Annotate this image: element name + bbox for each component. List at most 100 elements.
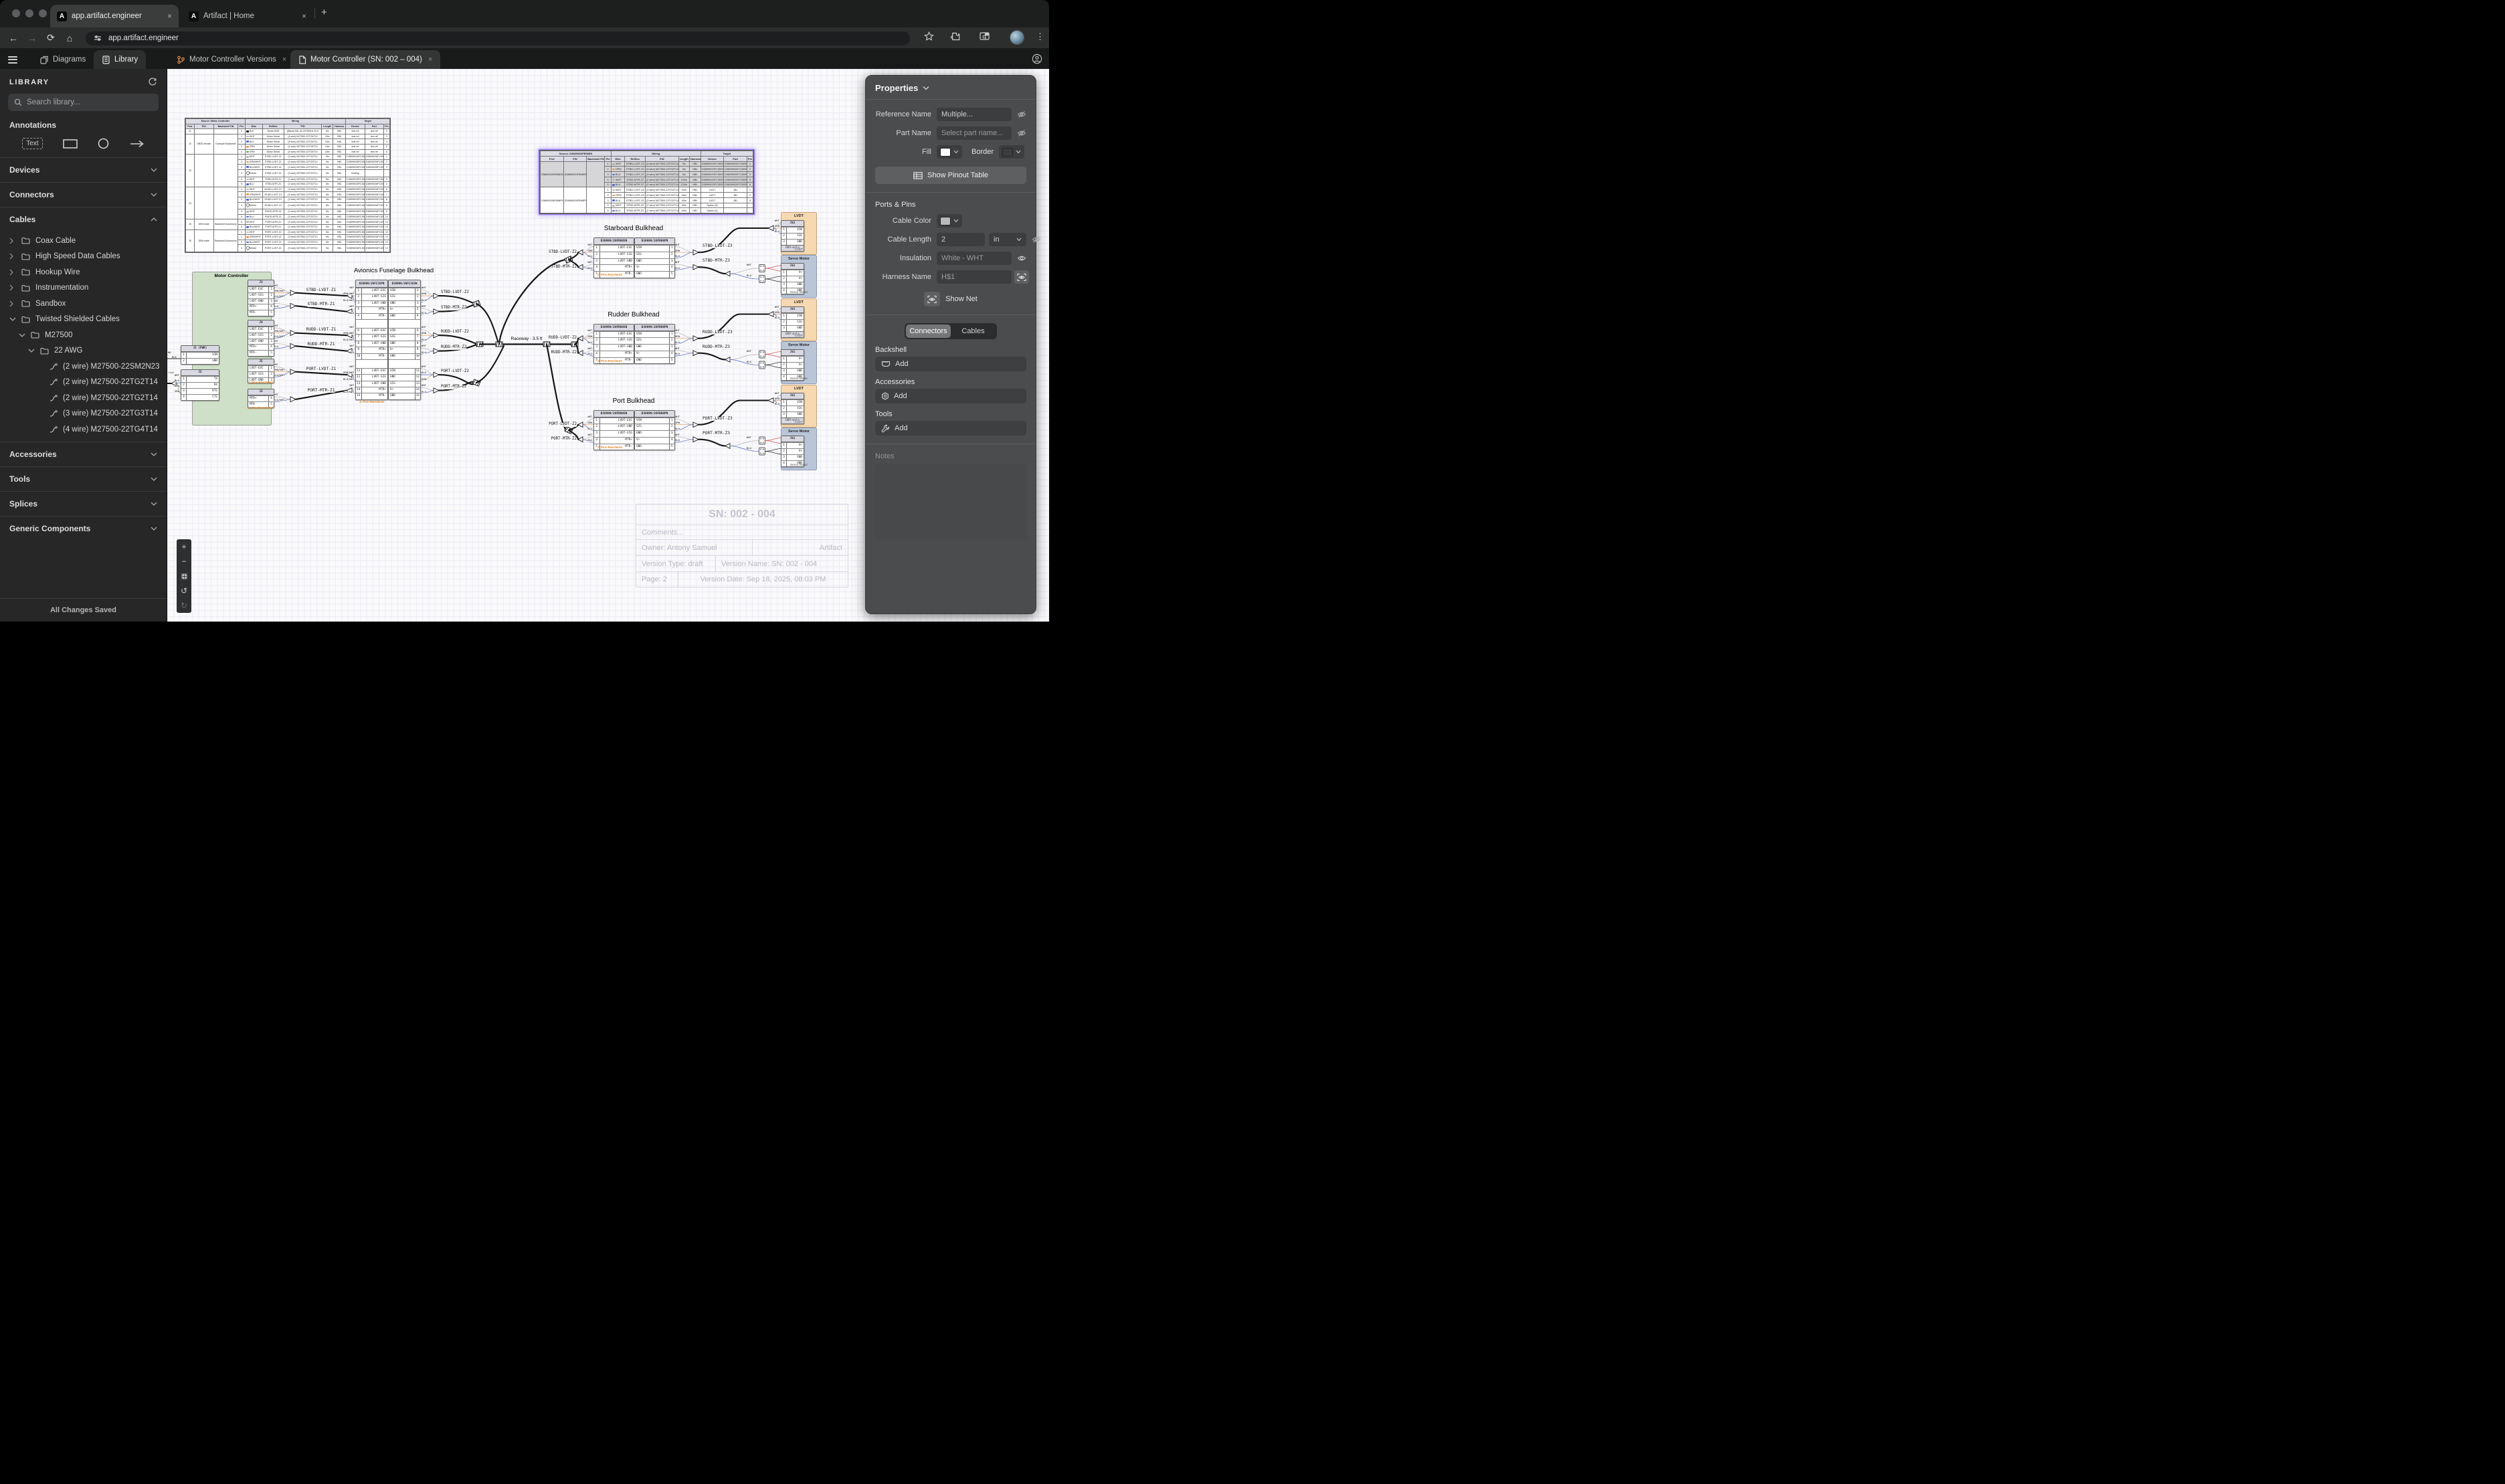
profile-avatar[interactable] <box>1010 30 1024 45</box>
eye-off-icon[interactable] <box>1014 110 1029 118</box>
border-color-picker[interactable] <box>999 145 1025 159</box>
circle-annotation-tool[interactable] <box>98 138 109 149</box>
search-input[interactable]: Search library... <box>8 94 159 111</box>
site-settings-icon[interactable] <box>94 34 102 42</box>
show-pinout-table-button[interactable]: Show Pinout Table <box>875 167 1026 184</box>
rectangle-annotation-tool[interactable] <box>63 138 78 149</box>
zoom-out-button[interactable]: − <box>181 557 187 566</box>
fit-view-button[interactable] <box>177 569 191 583</box>
undo-button[interactable]: ↺ <box>180 586 188 595</box>
eye-off-icon[interactable] <box>1014 129 1029 137</box>
browser-menu-kebab-icon[interactable]: ⋮ <box>1036 31 1044 41</box>
tree-cable-item[interactable]: (2 wire) M27500-22TG2T14 <box>0 375 167 391</box>
side-panel-search-icon[interactable] <box>980 31 990 41</box>
extensions-icon[interactable] <box>951 31 961 41</box>
sidebar-section-cables[interactable]: Cables <box>0 207 167 231</box>
tab-connectors[interactable]: Connectors <box>906 324 951 338</box>
cable-color-picker[interactable] <box>937 214 962 227</box>
tree-folder[interactable]: Instrumentation <box>0 280 167 296</box>
part-name-input[interactable]: Select part name... <box>937 126 1012 140</box>
browser-tab[interactable]: A app.artifact.engineer × <box>50 5 179 27</box>
tree-folder[interactable]: Sandbox <box>0 296 167 312</box>
sidebar-section-connectors[interactable]: Connectors <box>0 182 167 207</box>
zoom-in-button[interactable]: + <box>181 542 187 551</box>
bookmark-star-icon[interactable] <box>924 31 934 41</box>
address-bar[interactable]: app.artifact.engineer <box>86 31 910 45</box>
notes-textarea[interactable] <box>875 464 1026 539</box>
tree-folder[interactable]: Coax Cable <box>0 233 167 249</box>
tab-library[interactable]: Library <box>94 50 147 69</box>
doc-tab-motor-controller-sn[interactable]: Motor Controller (SN: 002 – 004) × <box>290 50 441 69</box>
show-harness-eye-icon[interactable] <box>1014 270 1029 284</box>
add-backshell-button[interactable]: Add <box>875 357 1026 371</box>
sidebar-section-accessories[interactable]: Accessories <box>0 441 167 466</box>
harness-name-input[interactable]: H$1 <box>937 270 1012 284</box>
text-annotation-tool[interactable]: Text <box>22 138 43 149</box>
tree-folder[interactable]: Twisted Shielded Cables <box>0 312 167 328</box>
reload-icon[interactable]: ⟳ <box>47 32 55 43</box>
tree-folder[interactable]: Hookup Wire <box>0 264 167 280</box>
tree-cable-item[interactable]: (2 wire) M27500-22SM2N23 <box>0 359 167 375</box>
new-tab-button[interactable]: + <box>321 7 327 18</box>
fill-color-picker[interactable] <box>937 145 962 159</box>
tab-cables[interactable]: Cables <box>961 327 985 335</box>
arrow-annotation-tool[interactable] <box>130 140 145 148</box>
cable-length-unit-select[interactable]: in <box>989 233 1026 246</box>
cable-length-input[interactable]: 2 <box>937 233 985 246</box>
chevron-down-icon[interactable] <box>923 86 929 90</box>
close-icon[interactable]: × <box>428 56 433 64</box>
tab-diagrams[interactable]: Diagrams <box>32 50 94 69</box>
app-menu-hamburger-icon[interactable] <box>8 54 17 65</box>
tree-folder[interactable]: M27500 <box>0 327 167 343</box>
eye-off-icon[interactable] <box>1029 236 1044 244</box>
close-tab-icon[interactable]: × <box>301 11 306 21</box>
sidebar-section-tools[interactable]: Tools <box>0 466 167 491</box>
forward-icon[interactable]: → <box>27 32 37 43</box>
back-icon[interactable]: ← <box>9 32 18 43</box>
sidebar-section-devices[interactable]: Devices <box>0 157 167 182</box>
comments-field[interactable]: Comments... <box>636 525 848 540</box>
doc-tab-motor-controller-versions[interactable]: Motor Controller Versions × <box>169 50 294 69</box>
add-accessory-button[interactable]: Add <box>875 389 1026 403</box>
tree-cable-item[interactable]: (3 wire) M27500-22TG3T14 <box>0 406 167 422</box>
tree-folder[interactable]: High Speed Data Cables <box>0 249 167 265</box>
home-icon[interactable]: ⌂ <box>66 32 73 43</box>
tree-cable-item[interactable]: (4 wire) M27500-22TG4T14 <box>0 422 167 438</box>
window-minimize-button[interactable] <box>25 9 33 17</box>
tree-cable-item[interactable]: (2 wire) M27500-22TG2T14 <box>0 390 167 406</box>
refresh-icon[interactable] <box>148 78 157 87</box>
insulation-input[interactable]: White - WHT <box>937 252 1012 265</box>
eye-icon[interactable] <box>1014 254 1029 262</box>
account-icon[interactable] <box>1032 54 1042 64</box>
tree-folder[interactable]: 22 AWG <box>0 343 167 359</box>
show-net-eye-icon[interactable] <box>924 292 941 306</box>
close-icon[interactable]: × <box>282 56 287 64</box>
window-close-button[interactable] <box>12 9 20 17</box>
sidebar-section-splices[interactable]: Splices <box>0 490 167 516</box>
close-tab-icon[interactable]: × <box>167 11 172 21</box>
add-tool-button[interactable]: Add <box>875 421 1026 436</box>
redo-button[interactable]: ↻ <box>180 601 188 610</box>
